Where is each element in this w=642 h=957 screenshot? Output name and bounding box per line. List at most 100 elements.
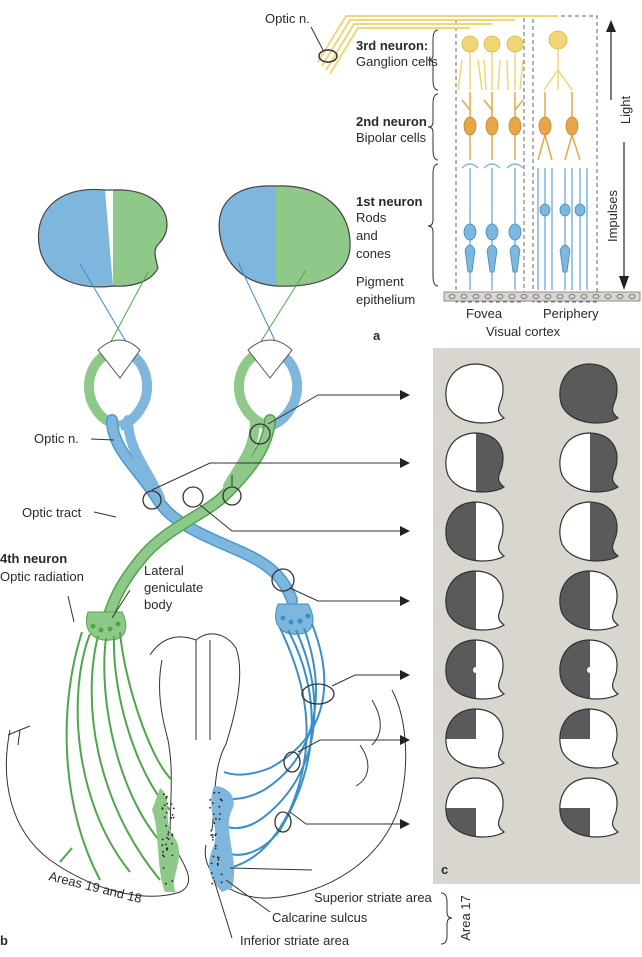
right-optic-radiation <box>221 623 326 869</box>
striate-stipple <box>163 855 165 858</box>
striate-stipple <box>212 802 214 804</box>
visual-field-outline <box>445 501 506 562</box>
ganglion-cells <box>461 30 568 53</box>
visual-field-outline <box>445 708 506 769</box>
pigment-cell <box>472 294 480 299</box>
pigment-cell <box>460 294 468 299</box>
striate-stipple <box>220 881 223 884</box>
striate-stipple <box>163 804 166 806</box>
visual-field-panel: c <box>433 348 640 884</box>
epithelium-label: epithelium <box>356 292 415 307</box>
striate-stipple <box>166 837 168 839</box>
striate-stipple <box>209 806 211 809</box>
label-leaders <box>67 438 453 945</box>
pigment-cell <box>568 294 576 299</box>
visual-field-circle <box>445 364 504 423</box>
striate-stipple <box>214 847 217 850</box>
bipolar-processes <box>461 92 581 161</box>
pigment-cell <box>484 294 492 299</box>
striate-dots <box>161 791 223 885</box>
right-eyeball <box>233 339 303 431</box>
striate-stipple <box>171 834 174 837</box>
striate-stipple <box>211 882 214 885</box>
striate-stipple <box>170 803 173 805</box>
striate-stipple <box>209 799 212 801</box>
lgb-label-3: body <box>144 597 173 612</box>
striate-stipple <box>213 822 216 824</box>
striate-stipple <box>219 813 221 815</box>
striate-stipple <box>171 880 174 882</box>
pigment-cell <box>616 294 624 299</box>
light-arrow-head <box>606 20 616 32</box>
pigment-label: Pigment <box>356 274 404 289</box>
pigment-cell <box>628 294 636 299</box>
left-optic-radiation <box>59 631 173 881</box>
pigment-cell <box>604 294 612 299</box>
pigment-cell <box>592 294 600 299</box>
striate-stipple <box>212 855 215 858</box>
striate-stipple <box>220 873 223 876</box>
striate-stipple <box>211 833 214 836</box>
superior-striate-label: Superior striate area <box>314 890 433 905</box>
pigment-cell <box>508 294 516 299</box>
striate-stipple <box>217 859 220 861</box>
striate-stipple <box>163 793 165 796</box>
pigment-cell <box>544 294 552 299</box>
left-lgb <box>86 611 127 641</box>
left-eyeball <box>83 339 153 431</box>
panel-a-letter: a <box>373 328 381 343</box>
optic-n-leader-top <box>310 26 324 51</box>
visual-field-outline <box>445 570 506 631</box>
right-lgb-dots <box>280 613 311 625</box>
striate-stipple <box>172 816 175 819</box>
visual-field-outline <box>559 639 620 700</box>
area17-label: Area 17 <box>458 895 473 941</box>
striate-stipple <box>166 802 169 805</box>
panel-c-letter: c <box>441 862 448 877</box>
visual-field-outline <box>559 708 620 769</box>
layer-braces <box>427 29 439 287</box>
retina-panel: Optic n. 3rd neuron: Ganglion cells 2nd … <box>265 11 641 343</box>
left-lgb-dots <box>90 621 121 633</box>
macular-sparing-dot <box>473 667 479 673</box>
left-striate-cortex <box>152 788 180 892</box>
periphery-box <box>532 15 598 303</box>
striate-stipple <box>213 791 216 794</box>
cones-label: cones <box>356 246 391 261</box>
and-label: and <box>356 228 378 243</box>
macular-sparing-dot <box>587 667 593 673</box>
right-visual-field <box>218 185 351 287</box>
striate-stipple <box>167 833 170 836</box>
striate-stipple <box>165 843 167 846</box>
striate-stipple <box>171 842 173 845</box>
striate-stipple <box>170 817 173 819</box>
striate-stipple <box>161 844 164 847</box>
visual-field-outline <box>445 363 506 424</box>
impulses-label: Impulses <box>605 189 620 242</box>
second-neuron-label: 2nd neuron <box>356 114 427 129</box>
bipolar-cells <box>463 116 579 136</box>
striate-stipple <box>165 824 168 827</box>
striate-stipple <box>166 795 168 798</box>
striate-stipple <box>172 807 175 810</box>
pigment-cell <box>520 294 528 299</box>
striate-stipple <box>165 811 168 814</box>
pigment-cell <box>580 294 588 299</box>
striate-stipple <box>165 882 167 885</box>
optic-n-label-top: Optic n. <box>265 11 310 26</box>
rods-label: Rods <box>356 210 387 225</box>
pathway-panel: Optic n. Optic tract 4th neuron Optic ra… <box>0 185 473 948</box>
striate-stipple <box>162 867 165 869</box>
striate-stipple <box>214 834 217 837</box>
striate-stipple <box>161 838 164 841</box>
pigment-cell <box>496 294 504 299</box>
visual-cortex-label: Visual cortex <box>486 324 561 339</box>
striate-stipple <box>221 799 223 802</box>
striate-stipple <box>163 816 166 819</box>
optic-radiation-label: Optic radiation <box>0 569 84 584</box>
striate-stipple <box>166 847 169 850</box>
optic-tract-label: Optic tract <box>22 505 82 520</box>
visual-field-outline <box>559 501 620 562</box>
striate-stipple <box>210 834 213 837</box>
